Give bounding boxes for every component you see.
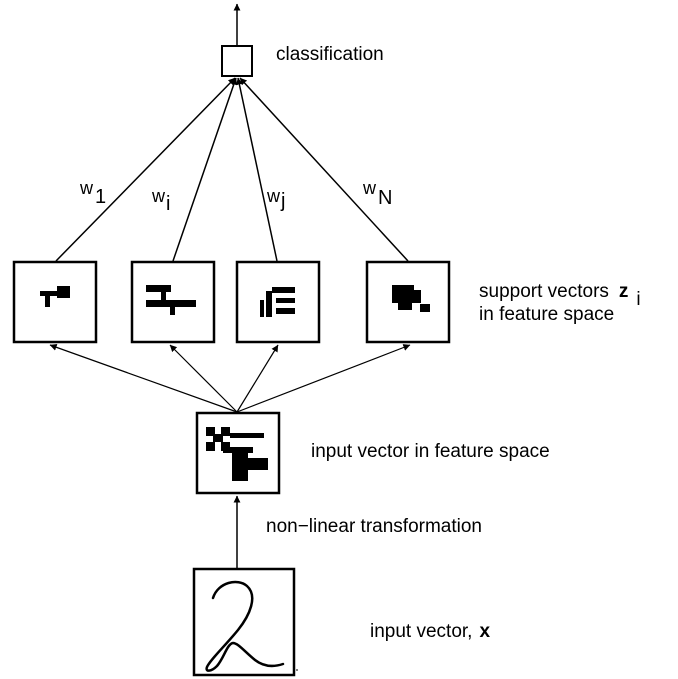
support-vector-4 [365, 260, 451, 344]
arrow-to-sv-4 [236, 344, 411, 413]
weight-label-wi: wi [151, 186, 170, 215]
classification-node [221, 45, 253, 77]
arrow-to-sv-2 [169, 344, 238, 413]
classification-label: classification [276, 44, 384, 65]
edge-wj [235, 77, 278, 262]
input-vector-label: input vector,x [370, 621, 490, 642]
edge-w1 [55, 77, 236, 262]
support-vector-1 [12, 260, 98, 344]
weight-label-wj: wj [266, 186, 285, 212]
edge-wi [172, 77, 238, 262]
arrow-to-sv-1 [49, 343, 238, 413]
input-feature-vector [195, 411, 281, 495]
edge-wN [239, 77, 409, 262]
input-vector-image [192, 567, 298, 677]
input-feature-label: input vector in feature space [311, 441, 550, 462]
feature-space-label: in feature space [479, 304, 614, 325]
support-vector-3 [235, 260, 321, 344]
transformation-label: non−linear transformation [266, 516, 482, 537]
arrow-to-sv-3 [236, 344, 279, 413]
support-vector-2 [130, 260, 216, 344]
